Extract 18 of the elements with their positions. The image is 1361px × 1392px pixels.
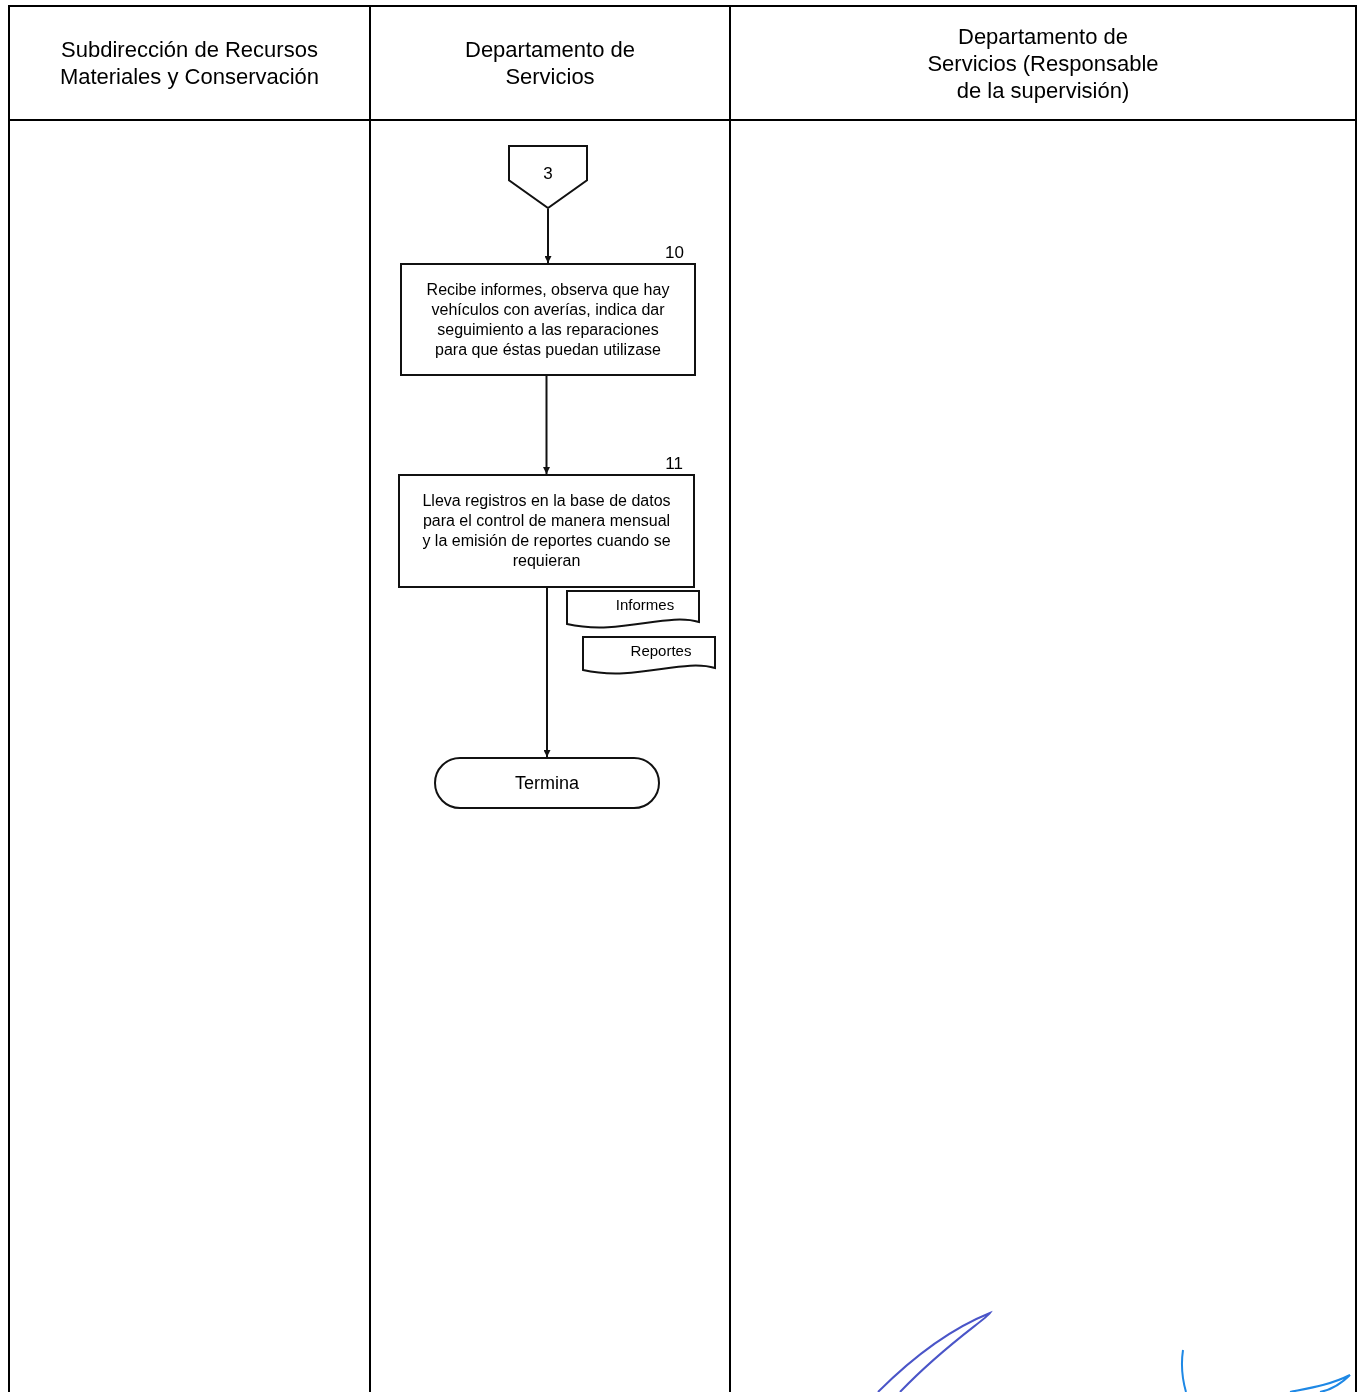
arrow — [543, 375, 550, 475]
shape-label: Lleva registros en la base de datos para el control de manera mensual y la emisión de reportes cuando se requieran — [421, 491, 672, 571]
lane-title: Departamento de Servicios (Responsable de la supervisión) — [926, 22, 1160, 104]
shape-label: 3 — [543, 163, 553, 185]
shape-label: Informes — [615, 595, 675, 615]
shape-label: Termina — [515, 771, 579, 795]
off-page-connector — [508, 145, 588, 209]
lane-title: Subdirección de Recursos Materiales y Conservación — [58, 36, 321, 90]
lane-header — [729, 5, 1357, 121]
lane-header — [8, 5, 371, 121]
shape-label: Recibe informes, observa que hay vehículos con averías, indica dar seguimiento a las reparaciones para que éstas puedan utilizase — [425, 279, 671, 360]
arrow — [544, 208, 552, 264]
shape-label: Reportes — [630, 641, 692, 661]
terminator-shape — [434, 757, 660, 809]
lane-title: Departamento de Servicios — [464, 36, 636, 90]
step-number: 10 — [665, 244, 684, 261]
step-number: 11 — [665, 455, 683, 472]
arrow — [543, 587, 551, 758]
